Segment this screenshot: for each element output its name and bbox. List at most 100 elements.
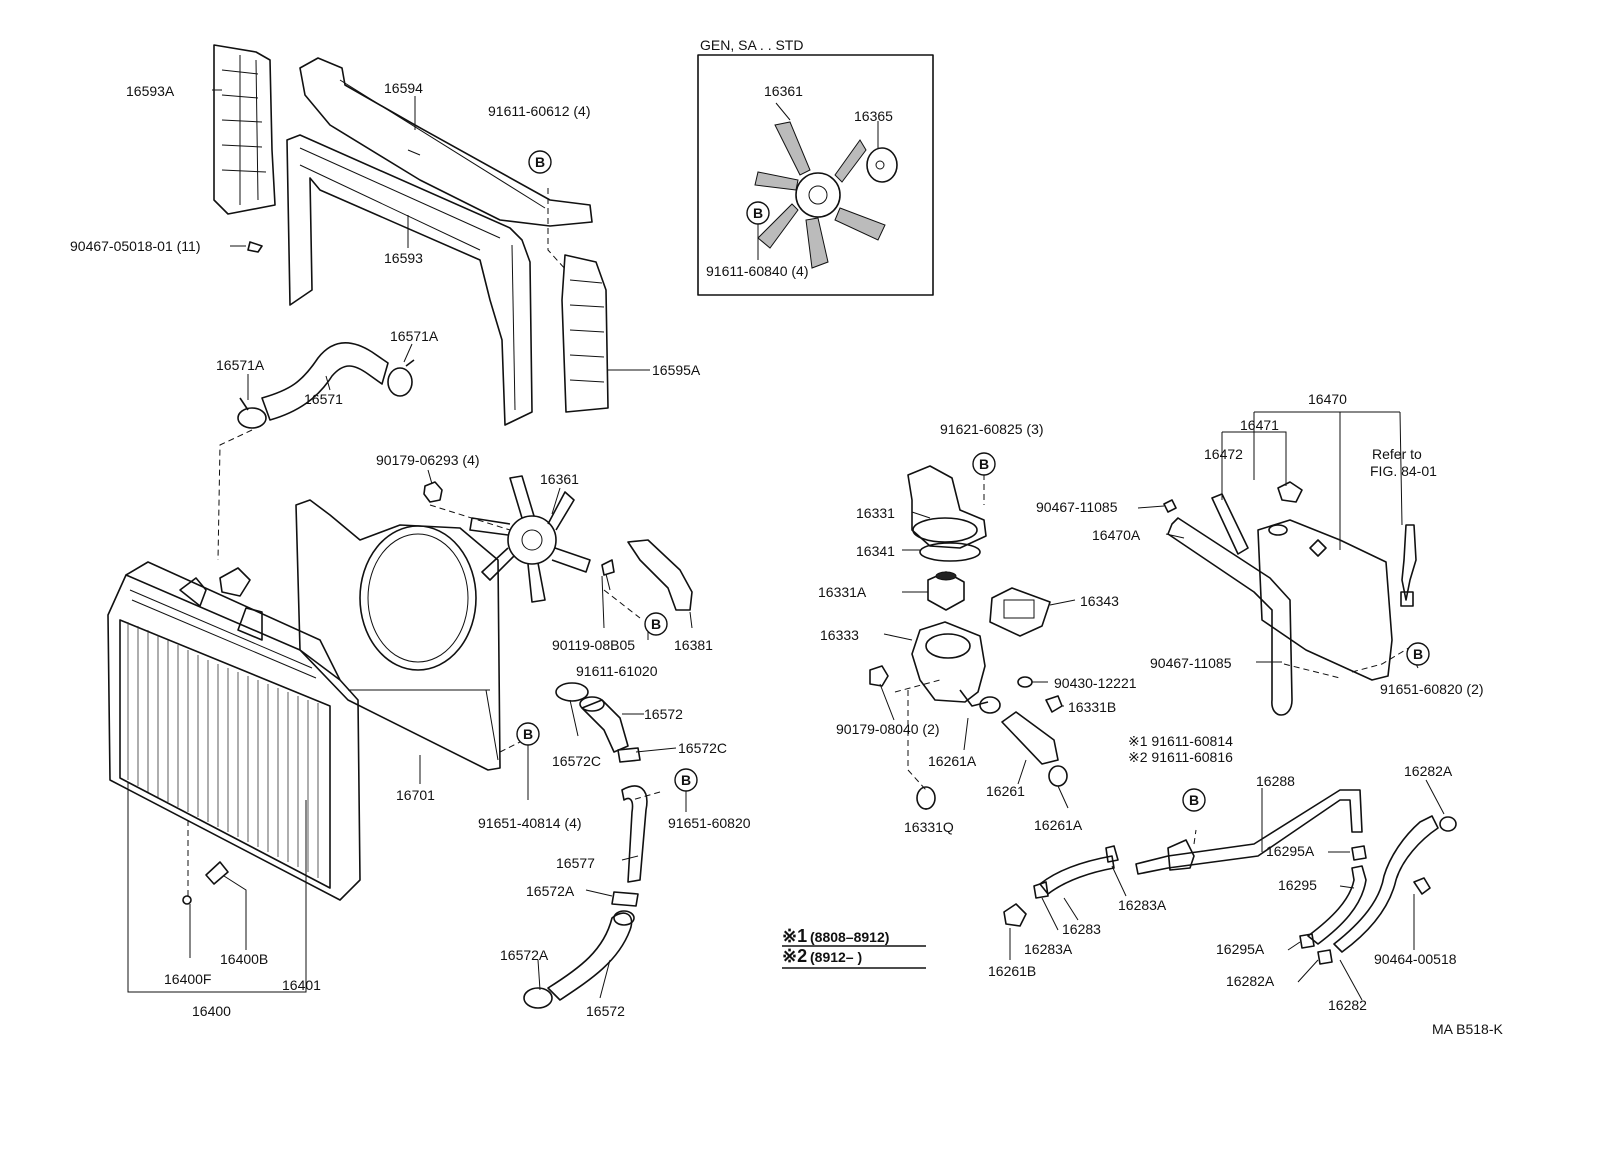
svg-text:B: B bbox=[681, 772, 691, 788]
label-16572-upper: 16572 bbox=[644, 706, 683, 722]
label-90119-08B05: 90119-08B05 bbox=[552, 637, 635, 653]
water-outlet-16331 bbox=[907, 465, 987, 549]
bracket-16381 bbox=[627, 539, 693, 611]
hose-clamp-16571A-left bbox=[237, 397, 267, 429]
label-16593A: 16593A bbox=[126, 83, 175, 99]
label-90179-06293: 90179-06293 (4) bbox=[376, 452, 480, 468]
bolt-small-90467 bbox=[247, 241, 263, 253]
hose-clamp-16572C-upper bbox=[555, 682, 589, 702]
label-16361-inset: 16361 bbox=[764, 83, 803, 99]
upper-radiator-hose bbox=[261, 342, 389, 421]
svg-text:B: B bbox=[1413, 646, 1423, 662]
nut-90179-08040 bbox=[869, 665, 889, 687]
label-90467-11085-lower: 90467-11085 bbox=[1150, 655, 1232, 671]
label-91611-60612: 91611-60612 (4) bbox=[488, 103, 590, 119]
label-16341: 16341 bbox=[856, 543, 895, 559]
hose-16282 bbox=[1333, 815, 1439, 953]
label-90467-11085-upper: 90467-11085 bbox=[1036, 499, 1118, 515]
label-16283A-left: 16283A bbox=[1024, 941, 1073, 957]
label-16333: 16333 bbox=[820, 627, 859, 643]
plug-16331B bbox=[1045, 695, 1063, 713]
bolt-90119-08B05 bbox=[601, 559, 615, 591]
label-16572C-right: 16572C bbox=[678, 740, 727, 756]
fan-shroud-upper bbox=[286, 134, 533, 426]
svg-text:(8808–8912): (8808–8912) bbox=[810, 929, 889, 945]
diagram-code: MA B518-K bbox=[1432, 1021, 1503, 1037]
bolt-marker-91621-60825: B bbox=[972, 452, 996, 476]
label-16282: 16282 bbox=[1328, 997, 1367, 1013]
label-16571A-right: 16571A bbox=[390, 328, 439, 344]
label-16571A-left: 16571A bbox=[216, 357, 265, 373]
hose-clamp-16572A-lower bbox=[523, 987, 553, 1009]
svg-text:B: B bbox=[753, 205, 763, 221]
label-16400F: 16400F bbox=[164, 971, 211, 987]
text-fig-84-01: FIG. 84-01 bbox=[1370, 463, 1437, 479]
bolt-marker-91651-40814: B bbox=[516, 722, 540, 746]
label-91611-60840: 91611-60840 (4) bbox=[706, 263, 808, 279]
label-16283A-right: 16283A bbox=[1118, 897, 1167, 913]
label-16295A-top: 16295A bbox=[1266, 843, 1315, 859]
label-16577: 16577 bbox=[556, 855, 595, 871]
label-16572A-lower: 16572A bbox=[500, 947, 549, 963]
label-90464-00518: 90464-00518 bbox=[1374, 951, 1457, 967]
bolt-marker-91611-61020: B bbox=[644, 612, 668, 636]
hose-16572-upper bbox=[579, 696, 629, 753]
inset-fan-pulley-16365 bbox=[866, 147, 898, 183]
label-16400B: 16400B bbox=[220, 951, 268, 967]
label-16331B: 16331B bbox=[1068, 699, 1116, 715]
label-16261: 16261 bbox=[986, 783, 1025, 799]
gasket-90430-12221 bbox=[1017, 676, 1033, 688]
radiator-16400 bbox=[107, 561, 361, 901]
fan-16361 bbox=[469, 475, 591, 603]
label-16572A-upper: 16572A bbox=[526, 883, 575, 899]
label-16701: 16701 bbox=[396, 787, 435, 803]
hose-16472 bbox=[1211, 493, 1249, 555]
hose-16261 bbox=[1001, 711, 1059, 765]
label-16400: 16400 bbox=[192, 1003, 231, 1019]
bolt-marker-91651-60820-right: B bbox=[1406, 642, 1430, 666]
fan-shroud-16701 bbox=[295, 499, 501, 771]
label-90430-12221: 90430-12221 bbox=[1054, 675, 1137, 691]
label-16381: 16381 bbox=[674, 637, 713, 653]
svg-text:※2: ※2 bbox=[782, 946, 807, 966]
hose-clamp-16571A-right bbox=[387, 359, 415, 397]
reservoir-cap-16471 bbox=[1277, 481, 1303, 503]
svg-text:(8912– ): (8912– ) bbox=[810, 949, 862, 965]
label-16571: 16571 bbox=[304, 391, 343, 407]
label-90179-08040: 90179-08040 (2) bbox=[836, 721, 940, 737]
hose-clamp-16572C-lower bbox=[617, 747, 641, 763]
plug-16331Q bbox=[916, 786, 936, 810]
label-16295: 16295 bbox=[1278, 877, 1317, 893]
label-90467-05018-01: 90467-05018-01 (11) bbox=[70, 238, 201, 254]
label-16331A: 16331A bbox=[818, 584, 867, 600]
radiator-support-seal-right bbox=[561, 254, 609, 413]
label-16595A: 16595A bbox=[652, 362, 701, 378]
hose-clamp-16572A-upper bbox=[611, 891, 639, 907]
label-16594: 16594 bbox=[384, 80, 423, 96]
part-labels: 16593A 16594 91611-60612 (4) 16593 90467… bbox=[70, 37, 1503, 1037]
drain-cock-16400B bbox=[205, 861, 229, 885]
date-range-legend: ※1 (8808–8912) ※2 (8912– ) bbox=[782, 926, 926, 969]
svg-text:B: B bbox=[523, 726, 533, 742]
label-16470: 16470 bbox=[1308, 391, 1347, 407]
svg-text:B: B bbox=[979, 456, 989, 472]
bolt-marker-91611-60814: B bbox=[1182, 788, 1206, 812]
label-16365: 16365 bbox=[854, 108, 893, 124]
sensor-fig84 bbox=[1400, 524, 1417, 607]
label-16593: 16593 bbox=[384, 250, 423, 266]
label-16282A-top: 16282A bbox=[1404, 763, 1453, 779]
bolt-marker-91611-60840: B bbox=[746, 201, 770, 225]
water-inlet-housing-16333 bbox=[911, 621, 989, 707]
inset-fan-16361 bbox=[754, 121, 886, 269]
svg-text:※1: ※1 bbox=[782, 926, 807, 946]
label-16261A-left: 16261A bbox=[928, 753, 977, 769]
label-91611-60814: ※1 91611-60814 bbox=[1128, 733, 1233, 749]
label-16361: 16361 bbox=[540, 471, 579, 487]
reservoir-tank-16470 bbox=[1257, 519, 1393, 681]
union-16261B bbox=[1003, 903, 1027, 927]
label-91651-60820-left: 91651-60820 bbox=[668, 815, 751, 831]
inset-title: GEN, SA . . STD bbox=[700, 37, 803, 53]
leader-lines bbox=[127, 89, 1445, 1001]
label-91621-60825: 91621-60825 (3) bbox=[940, 421, 1044, 437]
